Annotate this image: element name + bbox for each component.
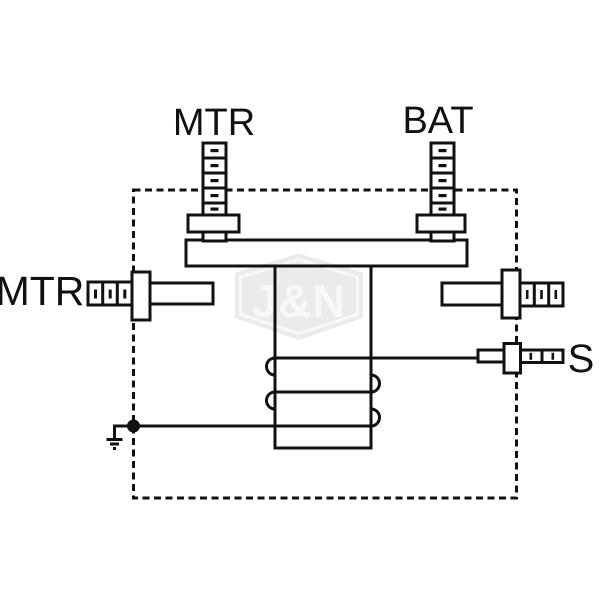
s-label: S [568,337,595,381]
mtr-left-label: MTR [0,268,84,314]
s-terminal [476,342,565,375]
terminal-bar [148,281,215,306]
stud-thread-marks [438,149,447,211]
watermark-badge-inner-border [239,257,359,336]
terminal-thread-lines [532,283,551,306]
mtr-top-label: MTR [173,102,255,144]
terminal-bar [440,281,504,307]
coil-turn-2 [265,373,381,411]
coil-turn-3 [133,407,381,428]
stud-collar [429,230,456,243]
coil-turn-1 [265,356,478,377]
stud-nut [186,213,241,234]
stud-thread-lines [431,156,454,205]
terminal-flange [130,270,152,322]
bat-label: BAT [402,100,473,142]
stud-nut [415,213,467,234]
junction-dot [127,419,140,433]
coil-winding [133,356,478,428]
mtr-stud-terminal [186,141,241,243]
stud-thread-marks [210,149,219,211]
jn-watermark: J&N [235,253,363,340]
right-side-terminal [440,268,565,320]
terminal-thread-lines [101,282,119,305]
bat-stud-terminal [415,141,467,243]
terminal-thread-marks [94,289,127,299]
stud-collar [201,230,228,243]
terminal-flange [502,342,522,375]
watermark-badge [235,253,363,340]
stud-thread-lines [203,156,226,205]
terminal-collar [476,348,506,364]
watermark-logo-text: J&N [251,275,346,327]
mtr-side-terminal [86,270,215,322]
terminal-thread-marks [529,352,555,360]
terminal-thread-marks [525,290,558,299]
terminal-flange [500,268,522,320]
